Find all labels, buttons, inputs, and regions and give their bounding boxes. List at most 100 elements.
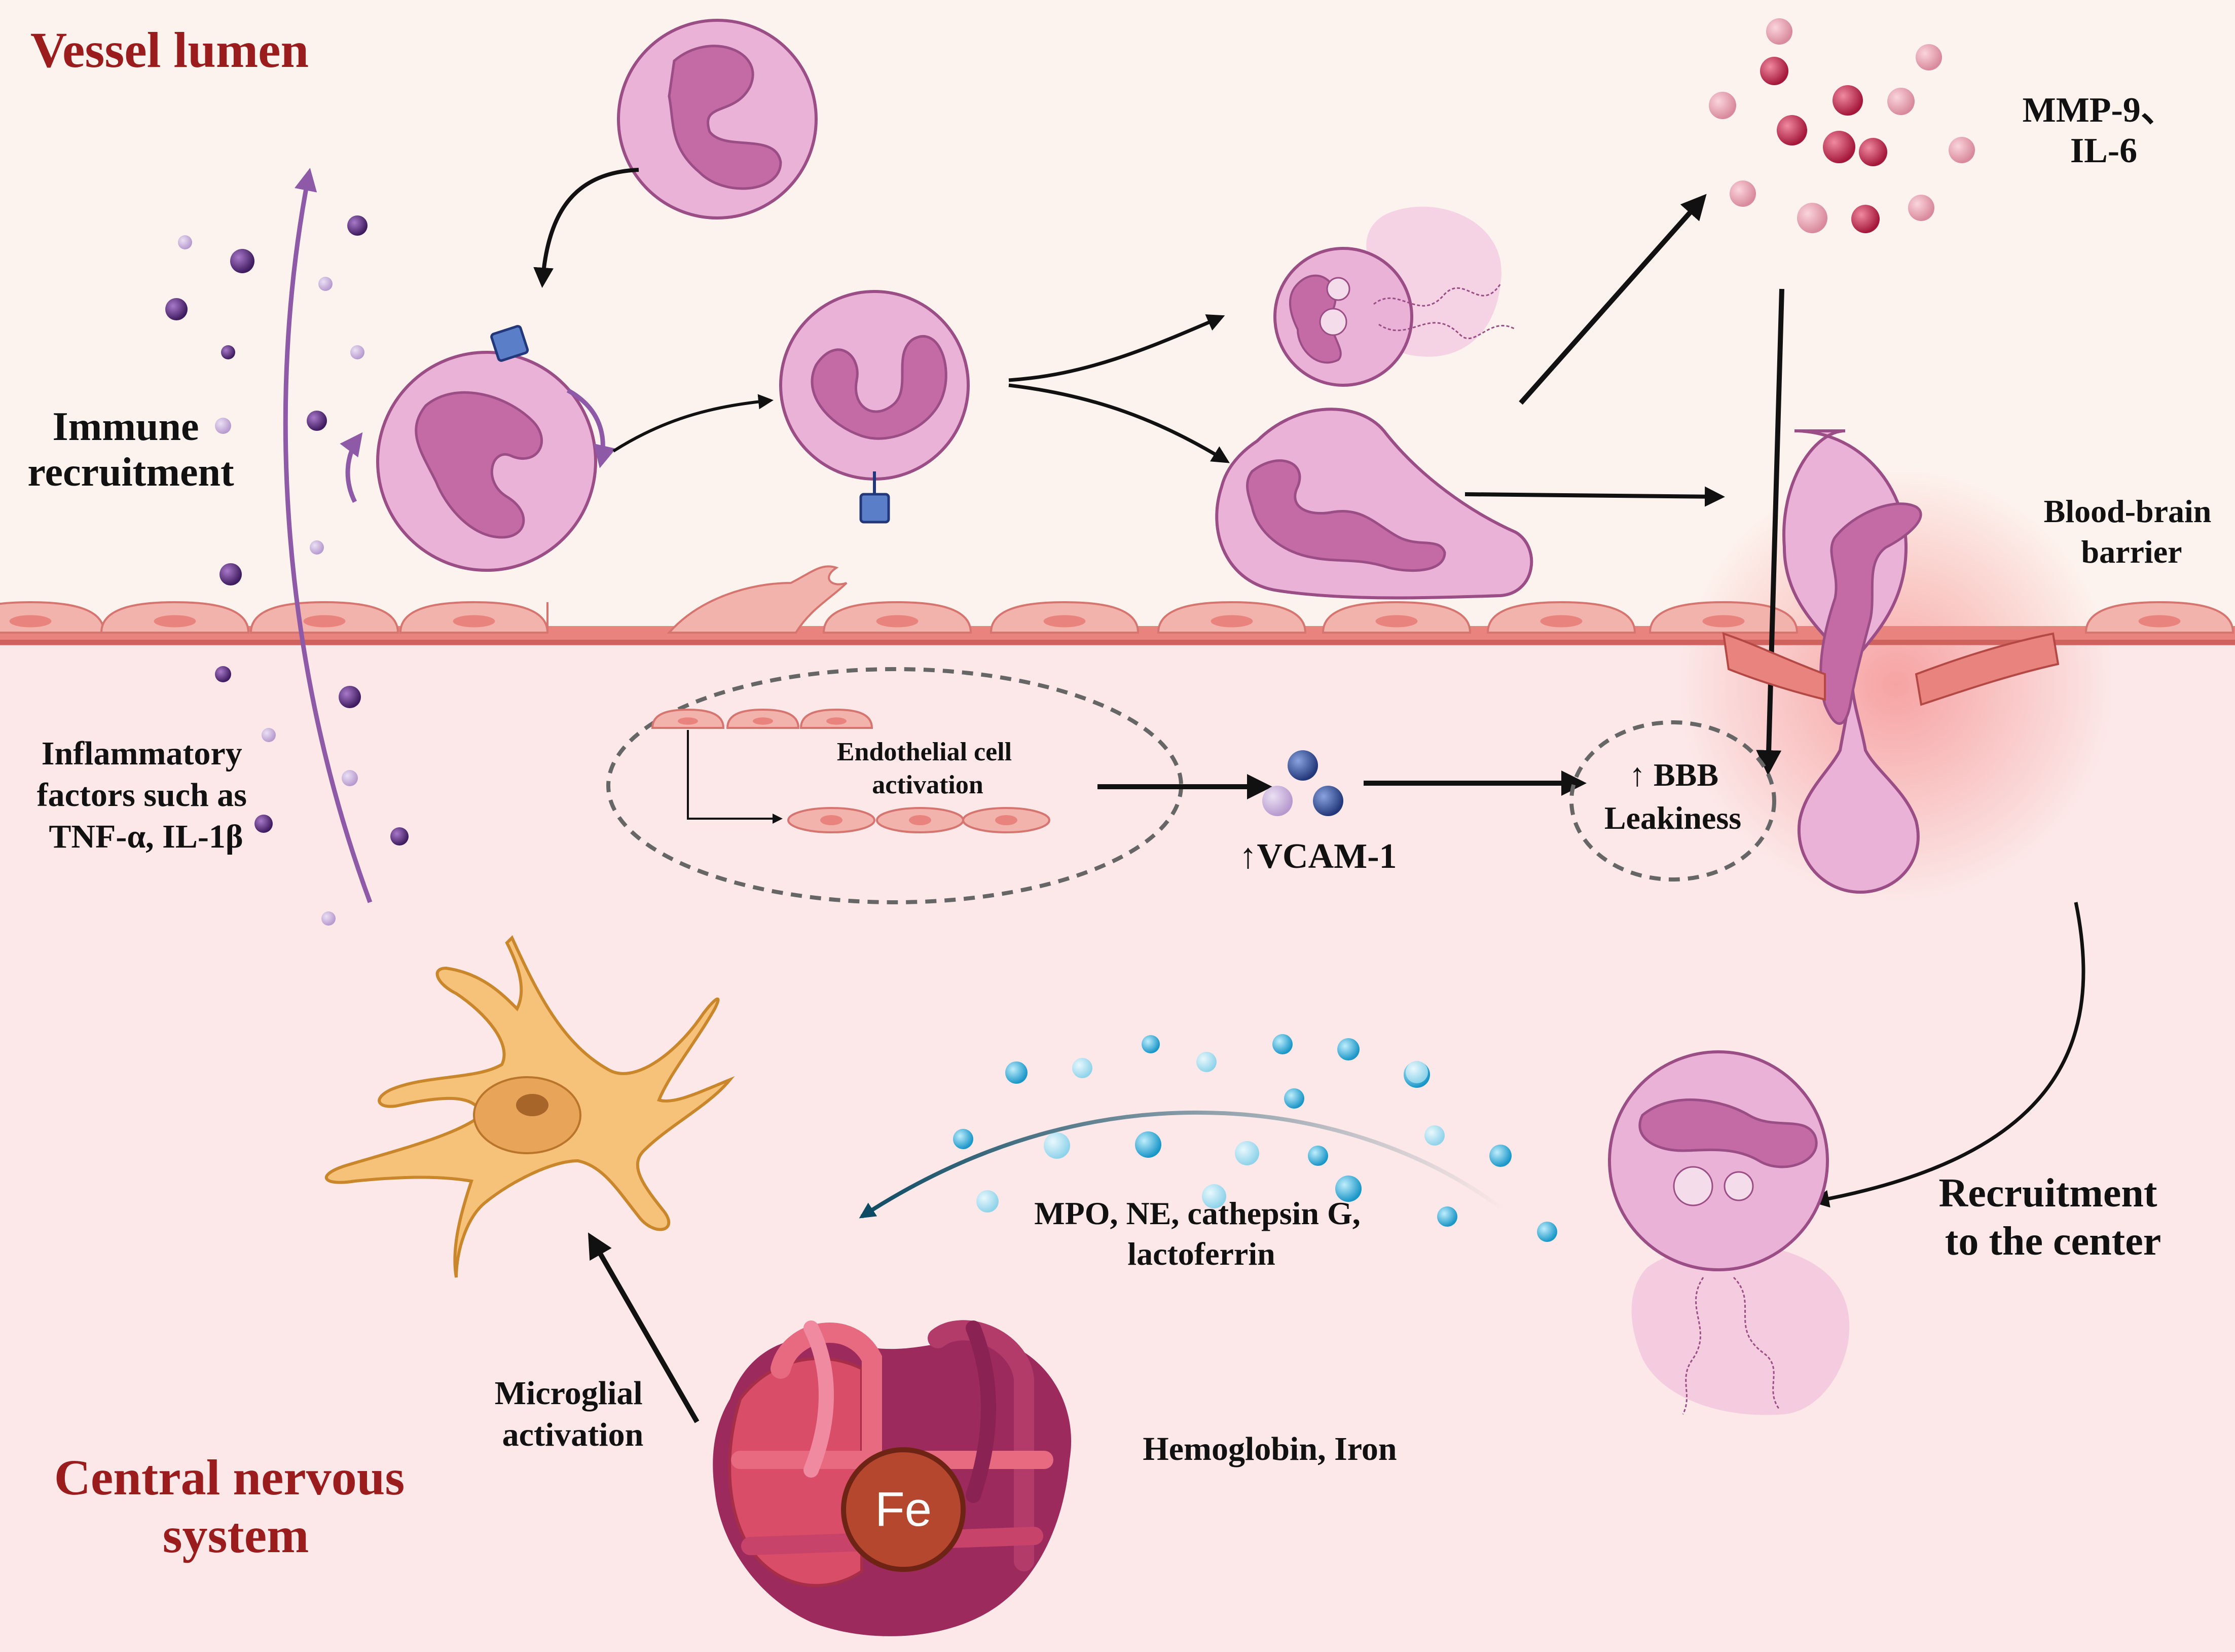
- endothelial-cell: [1648, 601, 1799, 634]
- granule-protein-particle: [1437, 1206, 1457, 1227]
- rolling-neutrophil: [340, 325, 616, 572]
- immune-recruitment-label: Immune recruitment: [27, 405, 234, 495]
- granule-protein-particle: [953, 1129, 973, 1149]
- cytokine-particle: [1833, 85, 1863, 116]
- chemokine-particle: [307, 411, 327, 431]
- cns-net-neutrophil: [1608, 1050, 1850, 1415]
- cytokine-particle: [1908, 195, 1934, 221]
- migrating-endothelial-cell: [667, 565, 848, 634]
- chemokine-particle: [215, 666, 231, 682]
- cytokine-particle: [1777, 115, 1807, 145]
- granule-protein-particle: [1196, 1052, 1217, 1072]
- chemokine-particle: [310, 540, 324, 555]
- endothelial-cell: [399, 601, 549, 634]
- bbb-label: Blood-brain barrier: [2044, 493, 2220, 570]
- granule-protein-particle: [1202, 1184, 1226, 1208]
- arrow-hemoglobin-to-microglia: [588, 1232, 700, 1423]
- granule-protein-particle: [1284, 1088, 1304, 1109]
- cytokine-particle: [1859, 138, 1887, 166]
- microglial-activation-label: Microglial activation: [495, 1375, 651, 1453]
- granule-protein-particle: [1235, 1141, 1259, 1165]
- granule-protein-particles: [953, 1034, 1557, 1242]
- granule-protein-particle: [1337, 1038, 1360, 1060]
- cytokine-particle: [1760, 57, 1788, 85]
- endothelial-cell: [100, 601, 250, 634]
- netosis-neutrophil: [1273, 206, 1516, 387]
- activated-endothelial-cell: [876, 807, 964, 833]
- arrow-cytokines-to-leakiness: [1756, 288, 1784, 776]
- chemokine-particle: [321, 911, 336, 926]
- circulating-neutrophil: [617, 19, 818, 219]
- chemokine-particle: [339, 686, 361, 708]
- cns-title: Central nervous system: [54, 1449, 418, 1563]
- cytokine-particle: [1797, 203, 1827, 233]
- granule-protein-particle: [1142, 1035, 1160, 1053]
- chemokine-particle: [318, 277, 333, 291]
- crawling-neutrophil: [1215, 408, 1533, 600]
- immune-recruitment-arrow: [283, 168, 373, 903]
- endothelial-cell: [2084, 601, 2234, 634]
- inflammatory-factor-particles: [165, 215, 409, 926]
- cytokine-particle: [1709, 92, 1736, 119]
- endothelial-cell: [651, 708, 725, 729]
- bbb-leakiness-label: ↑ BBB Leakiness: [1604, 757, 1741, 836]
- arrow-crawling-to-bbb: [1464, 486, 1725, 507]
- transmigrating-neutrophil: [1722, 429, 2060, 894]
- granule-protein-particle: [1489, 1145, 1512, 1167]
- hemoglobin-iron-label: Hemoglobin, Iron: [1143, 1430, 1397, 1467]
- arrow-rolling-to-adhesion: [612, 394, 774, 453]
- endothelial-activation-label: Endothelial cell activation: [837, 738, 1018, 799]
- arrow-to-crawling: [1008, 383, 1230, 463]
- endothelial-cell: [1157, 601, 1307, 634]
- granule-protein-particle: [1335, 1176, 1362, 1202]
- granule-protein-particle: [1072, 1058, 1092, 1078]
- chemokine-particle: [215, 418, 231, 434]
- endothelial-cell: [990, 601, 1140, 634]
- cytokine-particle: [1916, 44, 1942, 70]
- granule-protein-particle: [1537, 1222, 1557, 1242]
- arrow-to-netosis: [1008, 314, 1225, 382]
- granule-protein-particle: [1308, 1146, 1328, 1166]
- endothelial-cell: [799, 708, 873, 729]
- endothelial-cell: [1486, 601, 1636, 634]
- endothelial-cell: [726, 708, 800, 729]
- inflammatory-factors-label: Inflammatory factors such as TNF-α, IL-1…: [37, 735, 255, 855]
- granule-protein-particle: [1135, 1131, 1161, 1158]
- endothelial-activation-panel: Endothelial cell activation: [606, 667, 1183, 904]
- vcam1-label: ↑VCAM-1: [1239, 837, 1397, 876]
- activated-endothelial-cell: [787, 807, 875, 833]
- cytokine-particle: [1949, 137, 1975, 163]
- endothelial-cell: [0, 601, 105, 634]
- cytokine-particle: [1851, 205, 1880, 233]
- granule-protein-particle: [976, 1190, 999, 1213]
- cytokine-particles: [1709, 18, 1975, 233]
- chemokine-particle: [390, 827, 409, 846]
- chemokine-particle: [262, 728, 276, 742]
- recruitment-center-label: Recruitment to the center: [1939, 1171, 2168, 1264]
- granule-protein-particle: [1424, 1125, 1445, 1146]
- arrow-netosis-to-cytokines: [1519, 194, 1707, 405]
- adhering-neutrophil: [779, 290, 970, 524]
- vessel-lumen-title: Vessel lumen: [30, 22, 309, 78]
- chemokine-particle: [350, 345, 364, 359]
- endothelial-cell: [249, 601, 399, 634]
- hemoglobin-molecule: Fe: [713, 1320, 1072, 1636]
- vcam1-molecules: [1262, 750, 1343, 816]
- chemokine-particle: [230, 249, 254, 273]
- granule-protein-particle: [1005, 1061, 1028, 1084]
- arrow-granules-to-microglia: [859, 1110, 1507, 1219]
- activated-endothelial-cell: [962, 807, 1050, 833]
- mmp9-il6-label: MMP-9、 IL-6: [2023, 91, 2185, 170]
- cytokine-particle: [1887, 88, 1915, 115]
- chemokine-particle: [254, 815, 273, 833]
- arrow-recruitment-to-center: [1811, 902, 2085, 1208]
- chemokine-particle: [219, 563, 242, 585]
- arrow-neutrophil-to-rolling: [533, 168, 639, 288]
- endothelial-cell: [822, 601, 972, 634]
- granule-protein-particle: [1406, 1061, 1428, 1083]
- chemokine-particle: [342, 770, 358, 786]
- endothelial-cell: [1322, 601, 1472, 634]
- iron-label: Fe: [875, 1482, 932, 1536]
- chemokine-particle: [178, 235, 192, 249]
- granule-protein-particle: [1044, 1132, 1070, 1159]
